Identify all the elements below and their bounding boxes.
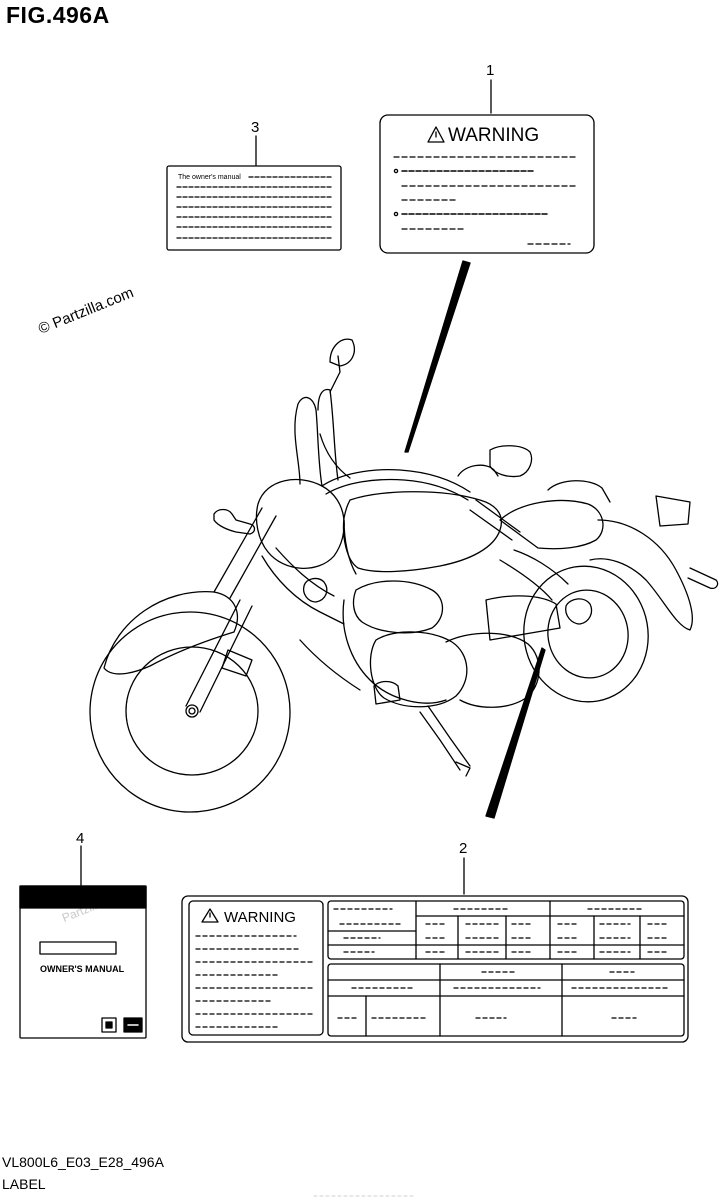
callout-1: 1	[486, 62, 495, 79]
warning-label-2-heading: WARNING	[224, 909, 296, 926]
figure-code: VL800L6_E03_E28_496A	[2, 1154, 164, 1170]
figure-label: LABEL	[2, 1176, 46, 1192]
manual-label-3-first-line: The owner's manual	[178, 174, 241, 181]
callout-3: 3	[251, 119, 260, 136]
warning-label-2	[181, 895, 689, 1043]
owners-manual-4-title: OWNER'S MANUAL	[40, 964, 125, 974]
callout-2: 2	[459, 840, 468, 857]
manual-label-3	[166, 165, 342, 251]
callout-4: 4	[76, 830, 85, 847]
pointer-wedge-1	[404, 260, 471, 453]
warning-label-1	[379, 114, 595, 254]
motorcycle-illustration	[89, 338, 719, 813]
owners-manual-4	[19, 885, 147, 1039]
pointer-wedge-2	[485, 647, 546, 819]
figure-title: FIG.496A	[6, 2, 110, 28]
warning-label-1-heading: WARNING	[448, 125, 539, 146]
